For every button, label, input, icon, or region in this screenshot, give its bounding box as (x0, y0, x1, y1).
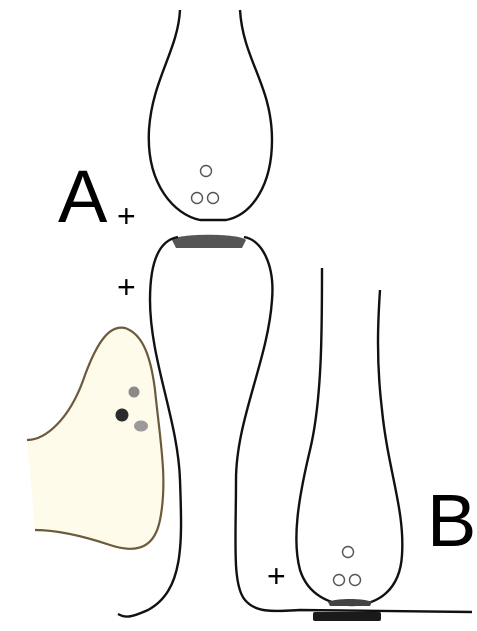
plus-sign-1: + (117, 198, 136, 234)
synapse-pad-a (172, 235, 246, 248)
glia-vesicle-gray (129, 387, 140, 398)
plus-sign-3: + (267, 558, 286, 594)
label-b: B (427, 479, 476, 562)
plus-sign-2: + (117, 269, 136, 305)
glia-vesicle-dark (116, 409, 129, 422)
synapse-pad-b-upper (328, 599, 372, 606)
glia-vesicle-light (134, 421, 148, 432)
vesicle-b2 (334, 575, 345, 586)
vesicle-b3 (350, 575, 361, 586)
vesicle-a3 (208, 193, 219, 204)
vesicle-a1 (201, 166, 212, 177)
vesicle-a2 (192, 193, 203, 204)
glial-cell (27, 328, 163, 549)
vesicle-b1 (343, 547, 354, 558)
synapse-pad-b (313, 612, 381, 621)
label-a: A (58, 155, 108, 238)
presynaptic-terminal-a (149, 10, 272, 220)
